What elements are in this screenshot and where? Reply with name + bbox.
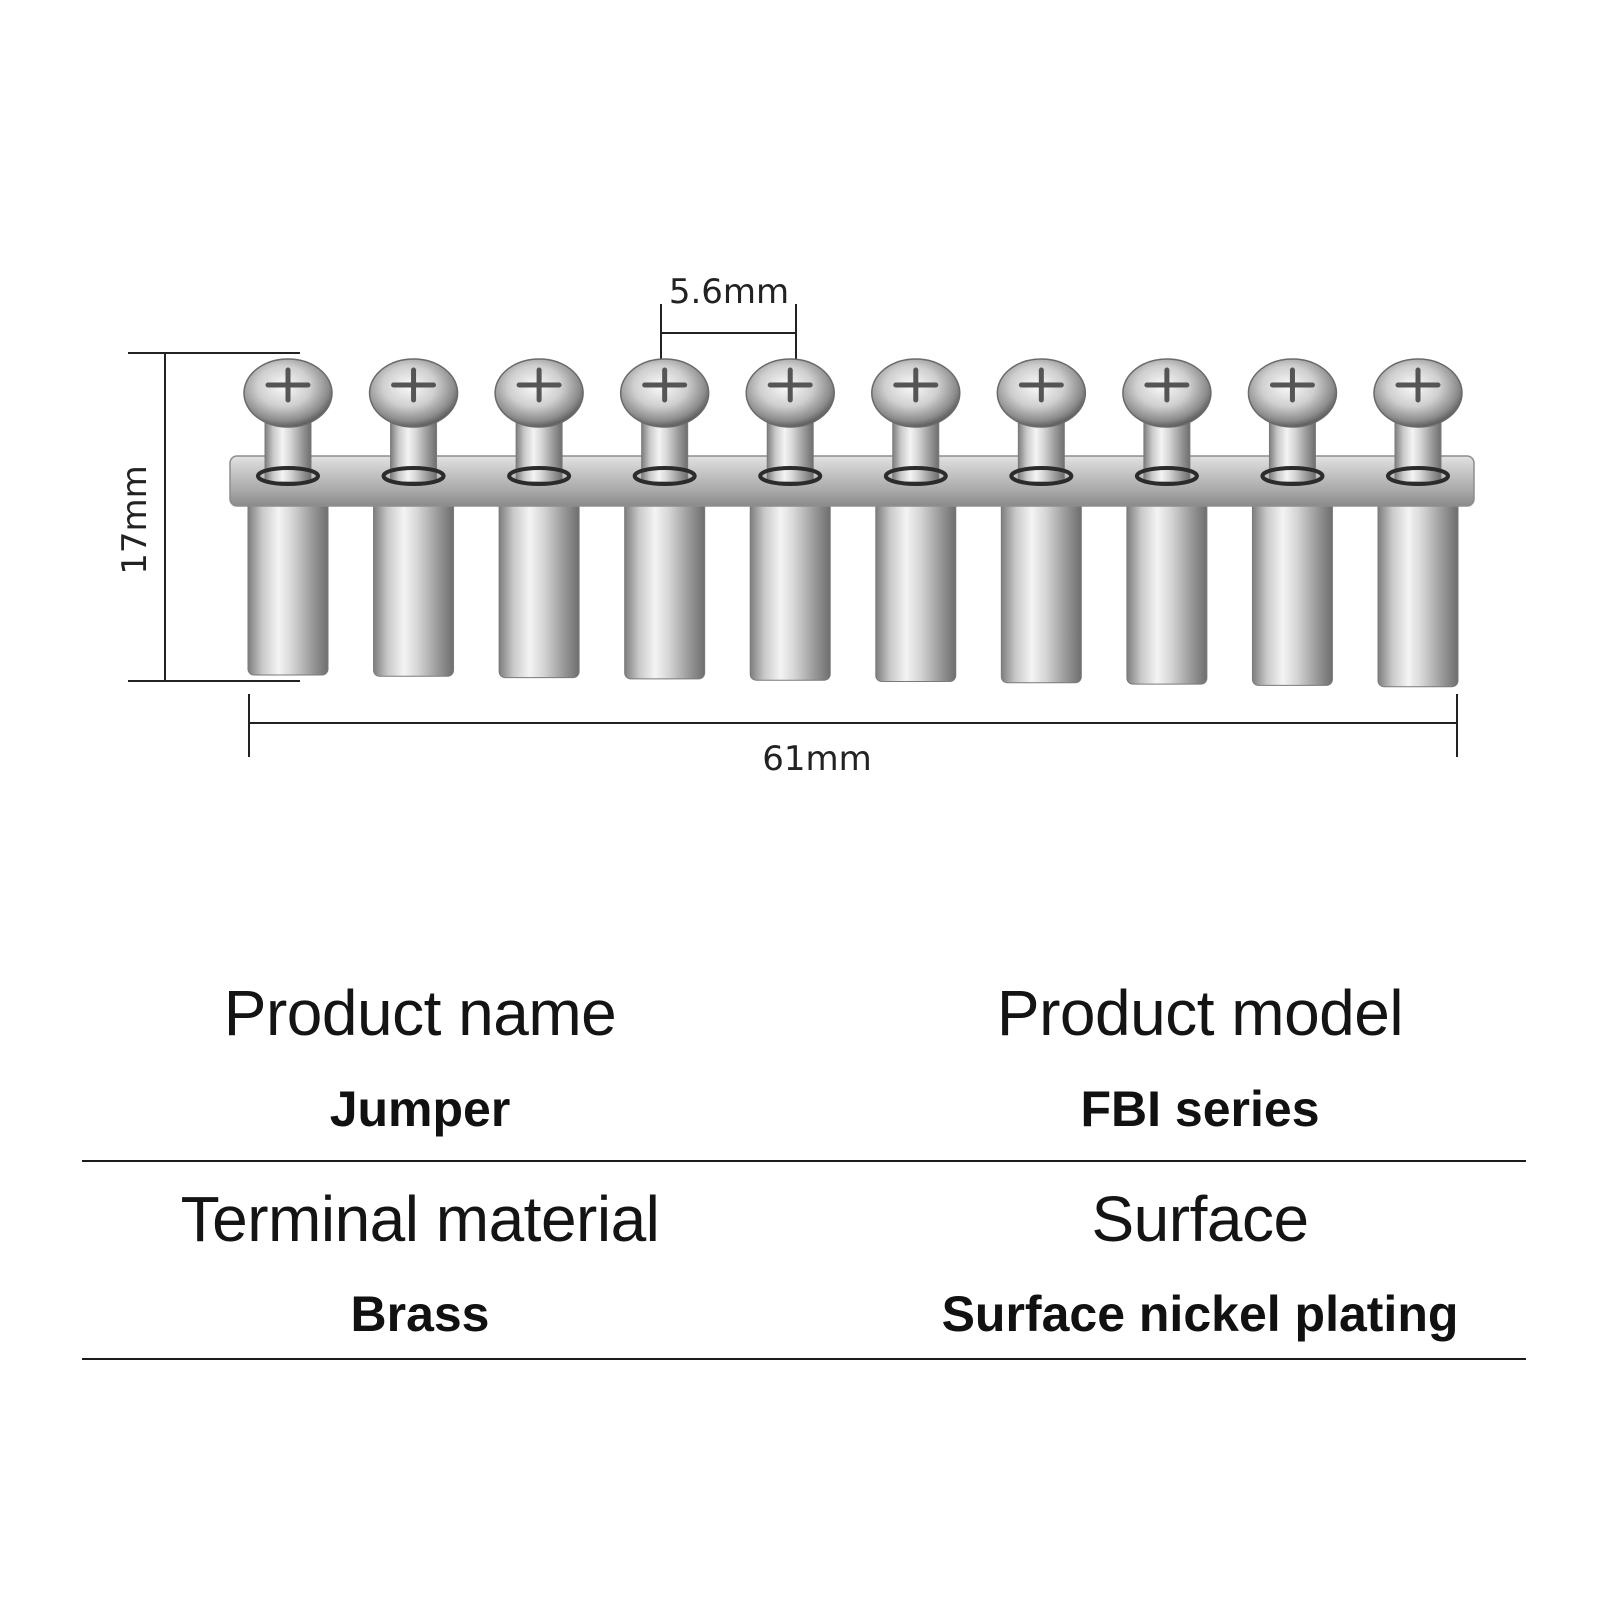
screw-slot [516,367,562,403]
pitch-dimension-label: 5.6mm [669,272,789,312]
screw-slot [1144,367,1190,403]
pin-washer [507,466,572,486]
surface-label: Surface [1091,1183,1309,1255]
pin-washer [883,466,948,486]
pin-sleeve [1377,499,1459,688]
screw-slot [1395,367,1441,403]
screw-slot [1018,367,1064,403]
pin-sleeve [373,499,455,677]
pin-sleeve [1251,499,1333,686]
surface-value: Surface nickel plating [941,1286,1459,1342]
screw-slot [767,367,813,403]
product-name-value: Jumper [329,1081,511,1137]
pin-sleeve [247,499,329,676]
terminal-material-label: Terminal material [180,1183,660,1255]
dimension-lines [128,304,1458,757]
height-dimension-label: 17mm [115,465,155,575]
pin-washer [1009,466,1074,486]
pin-sleeve [624,499,706,680]
pin-screws [243,358,1463,486]
pin-washer [256,466,320,486]
product-name-label: Product name [223,977,617,1049]
pin-washer [1260,466,1325,486]
terminal-material-value: Brass [350,1286,490,1342]
pin-sleeve [875,499,957,682]
product-dimension-figure: 5.6mm 17mm 61mm [115,272,1475,779]
screw-slot [265,367,311,403]
pin-sleeve [749,499,831,681]
screw-slot [642,367,688,403]
pin-sleeve [1000,499,1082,684]
product-model-value: FBI series [1080,1081,1320,1137]
screw-slot [893,367,939,403]
screw-slot [391,367,437,403]
screw-slot [1269,367,1315,403]
spec-divider-2 [82,1358,1526,1360]
jumper-bar [229,358,1475,688]
product-model-label: Product model [996,977,1404,1049]
length-dimension-label: 61mm [762,739,872,779]
pin-washer [1134,466,1199,486]
pin-washer [381,466,446,486]
pin-washer [1386,466,1450,486]
spec-divider-1 [82,1160,1526,1162]
pin-washer [758,466,823,486]
pin-sleeves [247,499,1459,688]
pin-sleeve [1126,499,1208,685]
pin-washer [632,466,697,486]
pin-sleeve [498,499,580,679]
